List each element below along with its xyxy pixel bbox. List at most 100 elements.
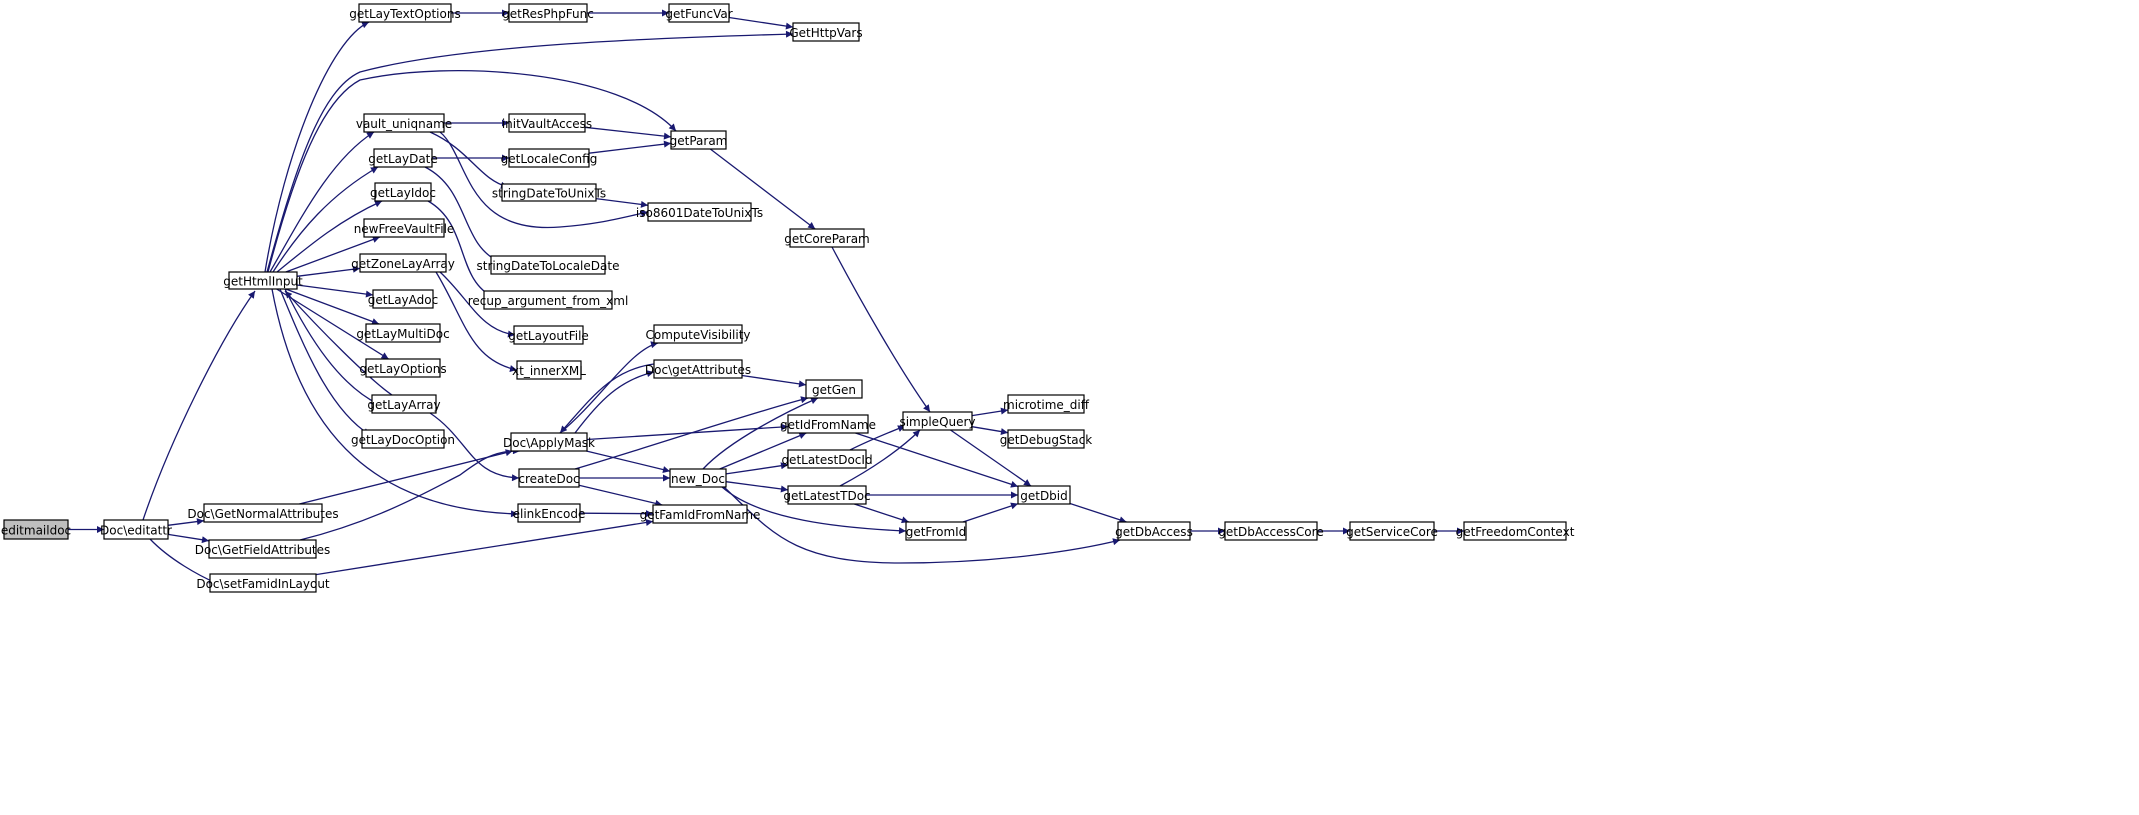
node-ComputeVisibility[interactable]: ComputeVisibility xyxy=(645,324,751,344)
node-label: Doc\getAttributes xyxy=(645,363,751,377)
edge-getHtmlInput-to-getZoneLayArray xyxy=(296,265,361,277)
node-getLayAdoc[interactable]: getLayAdoc xyxy=(368,289,438,309)
node-box xyxy=(905,521,967,541)
node-label: getParam xyxy=(670,134,728,148)
node-stringDateToUnixTs[interactable]: stringDateToUnixTs xyxy=(492,183,606,202)
node-setFamidInLayout[interactable]: Doc\setFamidInLayout xyxy=(196,573,330,593)
node-box xyxy=(103,519,169,540)
node-getLayMultiDoc[interactable]: getLayMultiDoc xyxy=(356,323,450,343)
node-stringDateToLocaleDate[interactable]: stringDateToLocaleDate xyxy=(477,255,620,275)
node-box xyxy=(373,148,433,168)
node-getLayIdoc[interactable]: getLayIdoc xyxy=(370,182,436,202)
edge-getHtmlInput-to-getParam xyxy=(267,70,677,273)
edge-vault_uniqname-to-iso8601DateToUnixTs xyxy=(435,128,649,229)
node-xt-innerXML[interactable]: xt_innerXML xyxy=(512,360,586,380)
node-box xyxy=(805,379,863,399)
node-getLayArray[interactable]: getLayArray xyxy=(367,394,441,414)
node-box xyxy=(669,468,727,488)
edge-createDoc-to-getGen xyxy=(574,396,809,470)
node-box xyxy=(789,228,865,248)
node-label: Doc\GetFieldAttributes xyxy=(195,543,331,557)
node-getLayOptions[interactable]: getLayOptions xyxy=(359,358,447,378)
node-editattr[interactable]: Doc\editattr xyxy=(100,519,172,540)
node-getDbAccessCore[interactable]: getDbAccessCore xyxy=(1218,521,1324,541)
node-iso8601DateToUnixTs[interactable]: iso8601DateToUnixTs xyxy=(636,202,763,222)
node-editmaildoc[interactable]: editmaildoc xyxy=(1,519,71,540)
edge-GetFieldAttributes-to-ApplyMask xyxy=(299,447,521,541)
edge-new_Doc-to-getLatestDocId xyxy=(725,462,789,475)
node-box xyxy=(209,573,317,593)
node-label: microtime_diff xyxy=(1003,398,1090,412)
node-label: GetHttpVars xyxy=(789,26,862,40)
edge-getCoreParam-to-simpleQuery xyxy=(831,246,931,413)
node-elinkEncode[interactable]: elinkEncode xyxy=(513,503,586,523)
node-label: getZoneLayArray xyxy=(351,257,455,271)
edge-getZoneLayArray-to-xt_innerXML xyxy=(435,271,518,372)
edge-initVaultAccess-to-getParam xyxy=(584,126,672,140)
node-getLatestDocId[interactable]: getLatestDocId xyxy=(781,449,873,469)
node-getLayoutFile[interactable]: getLayoutFile xyxy=(508,325,589,345)
node-label: getLayAdoc xyxy=(368,293,438,307)
node-getServiceCore[interactable]: getServiceCore xyxy=(1346,521,1438,541)
node-box xyxy=(1349,521,1435,541)
node-box xyxy=(1007,429,1085,449)
node-getDbAccess[interactable]: getDbAccess xyxy=(1115,521,1193,541)
node-getLatestTDoc[interactable]: getLatestTDoc xyxy=(783,485,871,505)
node-createDoc[interactable]: createDoc xyxy=(518,468,580,488)
node-box xyxy=(653,324,743,344)
node-vault-uniqname[interactable]: vault_uniqname xyxy=(356,113,452,133)
node-box xyxy=(513,325,584,345)
node-label: getLayOptions xyxy=(359,362,446,376)
node-getLayDate[interactable]: getLayDate xyxy=(368,148,438,168)
node-getFuncVar[interactable]: getFuncVar xyxy=(665,3,733,23)
node-getHtmlInput[interactable]: getHtmlInput xyxy=(223,271,303,290)
edge-simpleQuery-to-microtime_diff xyxy=(971,407,1009,417)
edge-getFuncVar-to-GetHttpVars xyxy=(728,16,794,30)
edge-getLatestTDoc-to-simpleQuery xyxy=(839,429,921,487)
node-label: getDebugStack xyxy=(1000,433,1092,447)
node-getLayDocOption[interactable]: getLayDocOption xyxy=(351,429,455,449)
node-label: getLatestDocId xyxy=(781,453,872,467)
node-getLayTextOptions[interactable]: getLayTextOptions xyxy=(349,3,461,23)
edge-vault_uniqname-to-stringDateToUnixTs xyxy=(429,131,509,189)
edge-getZoneLayArray-to-getLayoutFile xyxy=(439,271,516,338)
node-GetFieldAttributes[interactable]: Doc\GetFieldAttributes xyxy=(195,539,331,559)
node-box xyxy=(363,113,445,133)
node-getFamIdFromName[interactable]: getFamIdFromName xyxy=(640,504,761,524)
node-GetHttpVars[interactable]: GetHttpVars xyxy=(789,22,863,42)
node-getLocaleConfig[interactable]: getLocaleConfig xyxy=(501,148,598,168)
node-initVaultAccess[interactable]: initVaultAccess xyxy=(502,113,592,133)
node-getFromId[interactable]: getFromId xyxy=(905,521,967,541)
node-label: newFreeVaultFile xyxy=(354,222,455,236)
node-microtime-diff[interactable]: microtime_diff xyxy=(1003,394,1090,414)
node-box xyxy=(3,519,69,540)
node-label: Doc\setFamidInLayout xyxy=(196,577,330,591)
node-box xyxy=(792,22,860,42)
node-box xyxy=(787,414,869,434)
node-label: getFuncVar xyxy=(665,7,732,21)
node-box xyxy=(1017,485,1071,505)
node-getResPhpFunc[interactable]: getResPhpFunc xyxy=(502,3,594,23)
node-newFreeVaultFile[interactable]: newFreeVaultFile xyxy=(354,218,455,238)
node-getZoneLayArray[interactable]: getZoneLayArray xyxy=(351,253,455,273)
node-getGen[interactable]: getGen xyxy=(805,379,863,399)
node-ApplyMask[interactable]: Doc\ApplyMask xyxy=(503,432,595,452)
edge-GetNormalAttributes-to-ApplyMask xyxy=(299,449,513,505)
node-new-Doc[interactable]: new_Doc xyxy=(669,468,727,488)
node-recup-argument-from-xml[interactable]: recup_argument_from_xml xyxy=(468,290,629,310)
node-label: getResPhpFunc xyxy=(502,7,594,21)
node-GetNormalAttributes[interactable]: Doc\GetNormalAttributes xyxy=(187,503,339,523)
edge-getHtmlInput-to-newFreeVaultFile xyxy=(285,236,381,273)
node-getFreedomContext[interactable]: getFreedomContext xyxy=(1456,521,1575,541)
node-getAttributes[interactable]: Doc\getAttributes xyxy=(645,359,751,379)
edge-getLatestDocId-to-simpleQuery xyxy=(849,425,906,451)
node-label: stringDateToLocaleDate xyxy=(477,259,620,273)
node-getParam[interactable]: getParam xyxy=(670,130,728,150)
edge-getHtmlInput-to-getLayArray xyxy=(284,288,379,405)
node-getIdFromName[interactable]: getIdFromName xyxy=(780,414,876,434)
node-label: getFromId xyxy=(906,525,967,539)
node-simpleQuery[interactable]: simpleQuery xyxy=(899,411,976,431)
node-getDbid[interactable]: getDbid xyxy=(1017,485,1071,505)
node-getDebugStack[interactable]: getDebugStack xyxy=(1000,429,1092,449)
node-getCoreParam[interactable]: getCoreParam xyxy=(784,228,870,248)
